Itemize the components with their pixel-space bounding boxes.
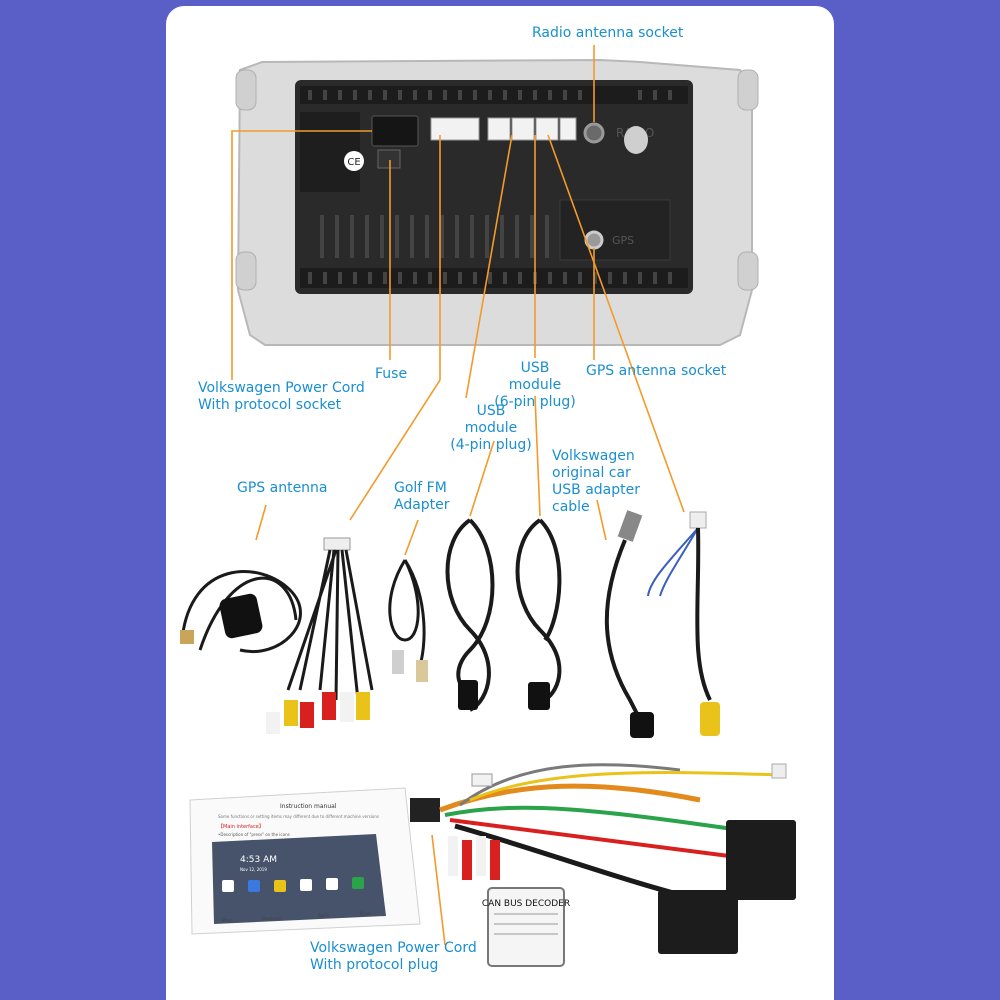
rca-harness-item: [266, 537, 374, 734]
instruction-manual: Instruction manual Some functions or set…: [189, 787, 421, 935]
leader-usb4-b: [469, 440, 495, 517]
label-vw-power-cord-plug: Volkswagen Power Cord With protocol plug: [310, 940, 477, 973]
gps-antenna-item: [180, 570, 302, 653]
fm-adapter-item: [388, 559, 428, 682]
screen-time: 4:53 AM: [240, 855, 277, 865]
label-usb-6pin: USB module (6-pin plug): [494, 360, 576, 410]
label-radio-antenna-socket: Radio antenna socket: [532, 25, 684, 41]
label-usb-4pin: USB module (4-pin plug): [450, 403, 532, 453]
leader-lines: [231, 45, 685, 946]
label-vw-power-cord-socket: Volkswagen Power Cord With protocol sock…: [198, 380, 365, 413]
usb-cables-item: [445, 518, 562, 712]
dock-2: Radio: [318, 913, 330, 918]
decoder-title: CAN BUS DECODER: [482, 899, 570, 909]
vw-usb-adapter-item: [604, 510, 720, 738]
dock-1: Bluetooth: [262, 916, 282, 921]
leader-power-plug: [431, 834, 446, 946]
dock-3: Music: [360, 911, 371, 916]
head-unit-rear: CE RADIO GPS: [235, 58, 759, 346]
label-gps-antenna-socket: GPS antenna socket: [586, 363, 727, 379]
ce-mark: CE: [347, 157, 360, 168]
manual-note: Some functions or setting items may diff…: [218, 814, 379, 819]
leader-extra: [547, 134, 685, 513]
screen-date: Nov 12, 2019: [240, 867, 267, 872]
manual-title: Instruction manual: [280, 803, 337, 810]
label-fuse: Fuse: [375, 366, 408, 382]
can-decoder-box: CAN BUS DECODER: [482, 887, 570, 967]
leader-vw-usb: [596, 499, 607, 541]
power-harness-item: [410, 763, 796, 954]
leader-gps-ant-b: [255, 504, 267, 541]
manual-desc: •Description of "press" on the icons: [218, 832, 290, 837]
leader-gps-antenna-b: [349, 379, 441, 521]
leader-usb4: [465, 134, 513, 399]
leader-power-socket: [231, 130, 372, 380]
leader-usb6-b: [534, 395, 541, 517]
manual-section: 【Main interface】: [218, 824, 264, 830]
label-gps-antenna: GPS antenna: [237, 480, 328, 496]
leader-fm: [404, 519, 419, 556]
gps-mark: GPS: [612, 234, 634, 247]
label-vw-usb-adapter: Volkswagen original car USB adapter cabl…: [552, 448, 640, 515]
label-golf-fm-adapter: Golf FM Adapter: [394, 480, 450, 513]
dock-0: Maps: [222, 918, 233, 923]
